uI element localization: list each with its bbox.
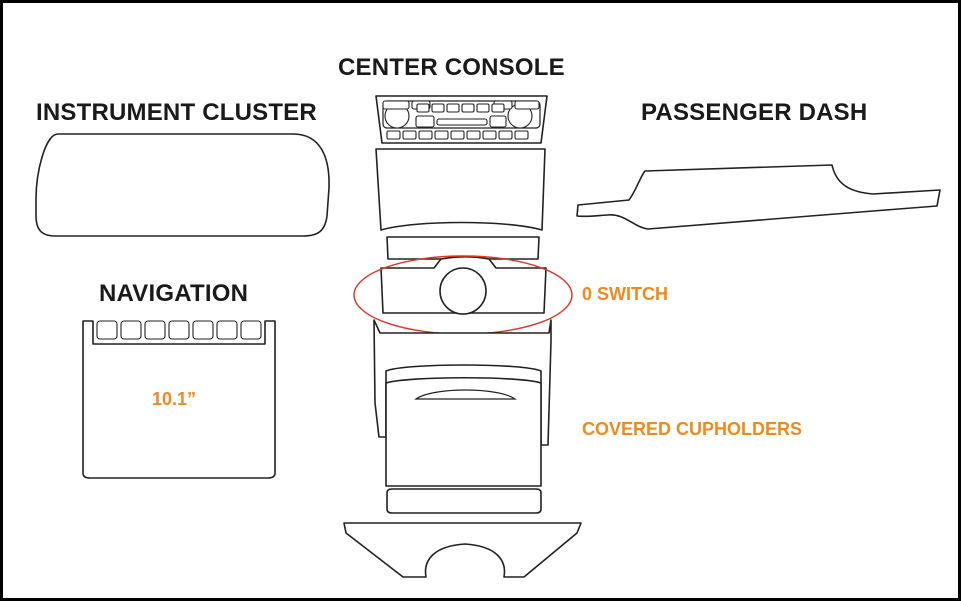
cupholder-cover [385, 376, 542, 487]
console-trim-strip [386, 236, 540, 260]
center-console-title: CENTER CONSOLE [338, 54, 565, 81]
switch-label: 0 SWITCH [582, 284, 669, 304]
trim-parts-drawing [35, 95, 941, 578]
switch-knob [439, 267, 487, 315]
instrument-cluster-panel [35, 133, 330, 237]
navigation-title: NAVIGATION [99, 280, 249, 307]
console-upper-trim [375, 148, 546, 231]
instrument-cluster-title: INSTRUMENT CLUSTER [36, 99, 317, 126]
navigation-size-label: 10.1” [152, 389, 197, 409]
covered-cupholders-label: COVERED CUPHOLDERS [582, 419, 803, 439]
passenger-dash-title: PASSENGER DASH [641, 99, 868, 126]
cupholder-cover-handle [414, 389, 517, 400]
navigation-button-row [96, 320, 262, 340]
console-lower-strip [386, 488, 542, 514]
radio-faceplate [375, 95, 548, 144]
navigation-screen-panel [82, 320, 276, 479]
console-bottom-trim [343, 522, 582, 578]
passenger-dash-panel [576, 164, 941, 230]
cupholder-surround [373, 319, 552, 446]
